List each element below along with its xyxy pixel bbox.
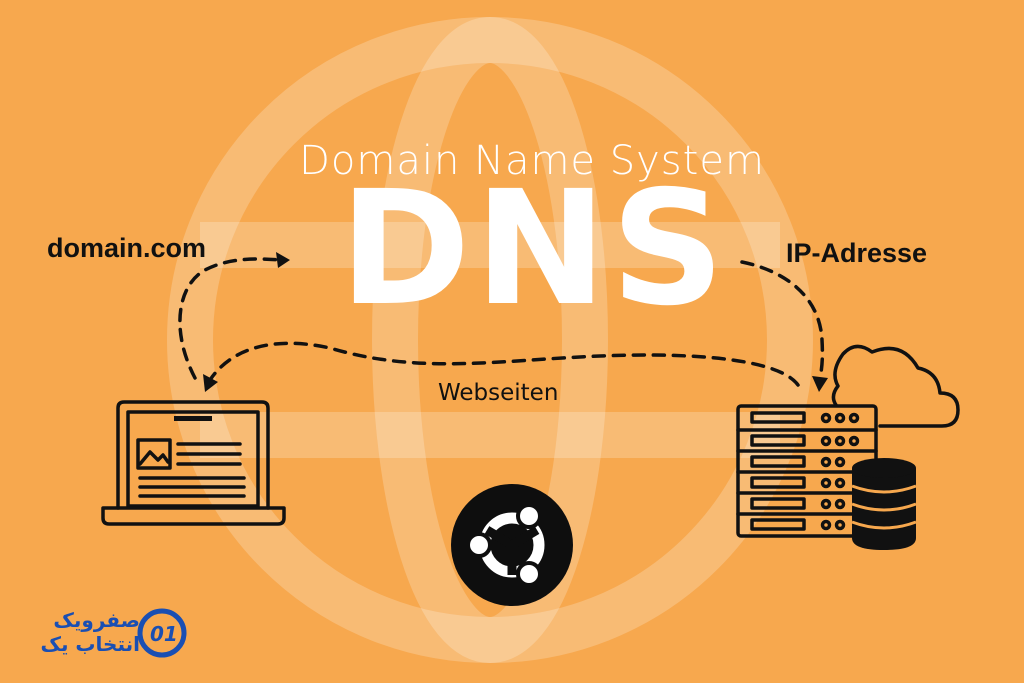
ip-label: IP-Adresse xyxy=(786,238,928,268)
page-title: DNS xyxy=(339,157,729,341)
arrow-server-to-laptop xyxy=(208,341,800,387)
domain-label: domain.com xyxy=(47,233,207,263)
websites-label: Webseiten xyxy=(438,380,559,406)
cloud-icon xyxy=(831,344,960,428)
brand-line-1: صفرویک xyxy=(53,608,140,632)
database-icon xyxy=(851,458,917,550)
svg-text:01: 01 xyxy=(150,622,178,646)
arrow-domain-to-dns xyxy=(178,257,282,380)
brand-line-2: انتخاب یک xyxy=(40,632,140,656)
brand-name: صفرویک انتخاب یک xyxy=(28,608,140,656)
arrow-dns-to-ip xyxy=(740,260,825,380)
subtitle: Domain Name System xyxy=(299,138,765,184)
